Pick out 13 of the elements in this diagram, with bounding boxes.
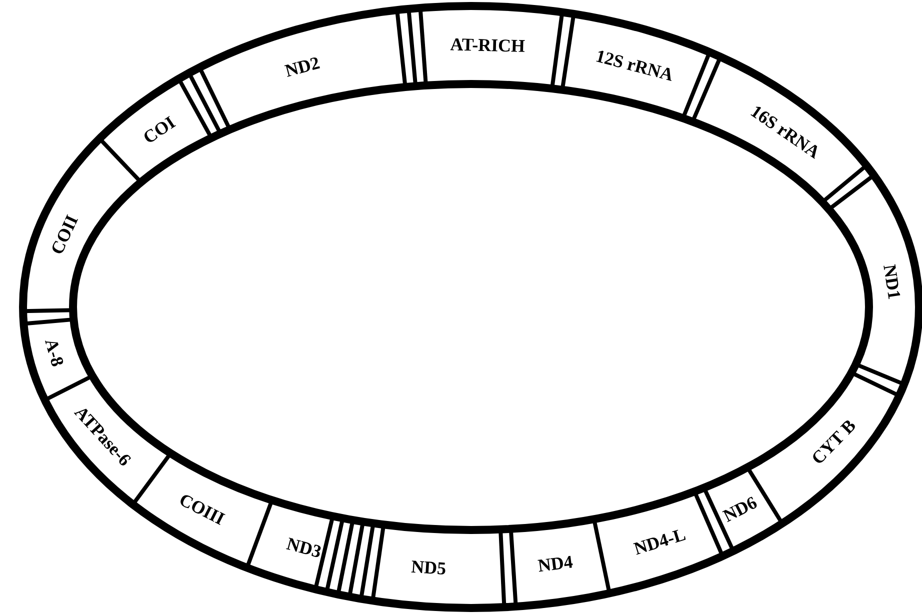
gene-label: ND3 bbox=[286, 538, 321, 557]
gene-label: AT-RICH bbox=[450, 38, 525, 52]
gene-label: ND2 bbox=[284, 57, 320, 77]
gene-label: ND6 bbox=[722, 496, 757, 522]
gene-label: COII bbox=[52, 214, 78, 254]
gene-label: ND1 bbox=[884, 264, 900, 300]
gene-label: 12S rRNA bbox=[596, 50, 672, 81]
gene-label: A-8 bbox=[45, 340, 64, 366]
gene-label: ND5 bbox=[411, 560, 446, 574]
gene-label: COIII bbox=[180, 495, 226, 525]
gene-label: COI bbox=[144, 116, 176, 142]
gene-label: ND4 bbox=[538, 556, 573, 572]
gene-label: ND4-L bbox=[633, 530, 686, 555]
